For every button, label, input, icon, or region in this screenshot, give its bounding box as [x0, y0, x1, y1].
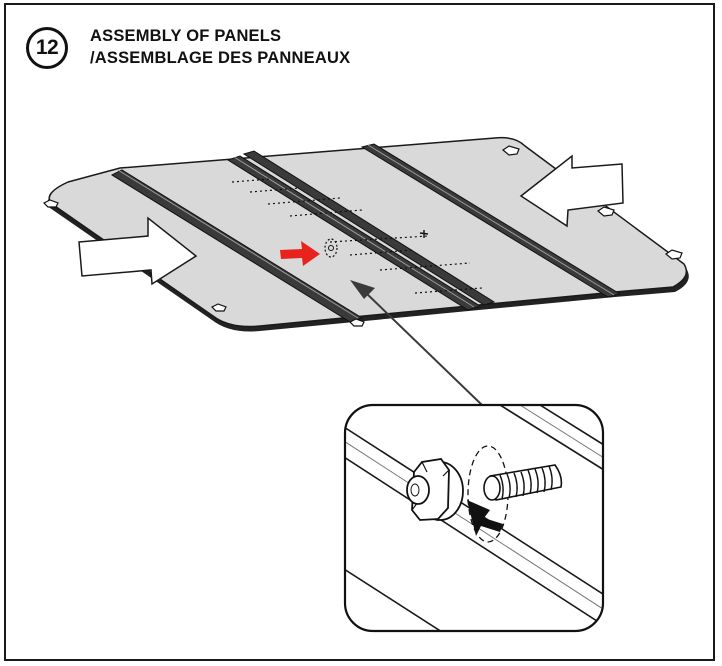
- step-number-badge: 12: [26, 27, 68, 69]
- rail-center-a: [226, 155, 482, 311]
- panel-assembly: [42, 136, 689, 332]
- rail-left: [110, 169, 364, 323]
- push-arrow-left: [78, 216, 198, 286]
- detail-callout: [343, 403, 605, 633]
- detail-pointer-arrow: [467, 500, 503, 536]
- bolt-location-marker: [324, 238, 338, 258]
- rail-right: [360, 143, 622, 298]
- bolt-marker: [419, 230, 429, 238]
- edge-clips: [42, 145, 683, 327]
- step-number: 12: [35, 36, 59, 59]
- hex-nut: [406, 458, 464, 521]
- bolt-guide-lines: [231, 178, 483, 294]
- leader-line: [350, 280, 483, 406]
- threaded-bolt: [483, 464, 563, 501]
- title-french: /ASSEMBLAGE DES PANNEAUX: [90, 49, 351, 67]
- push-arrow-right: [519, 154, 624, 228]
- title-english: ASSEMBLY OF PANELS: [90, 27, 282, 45]
- red-pointer-arrow: [280, 241, 320, 266]
